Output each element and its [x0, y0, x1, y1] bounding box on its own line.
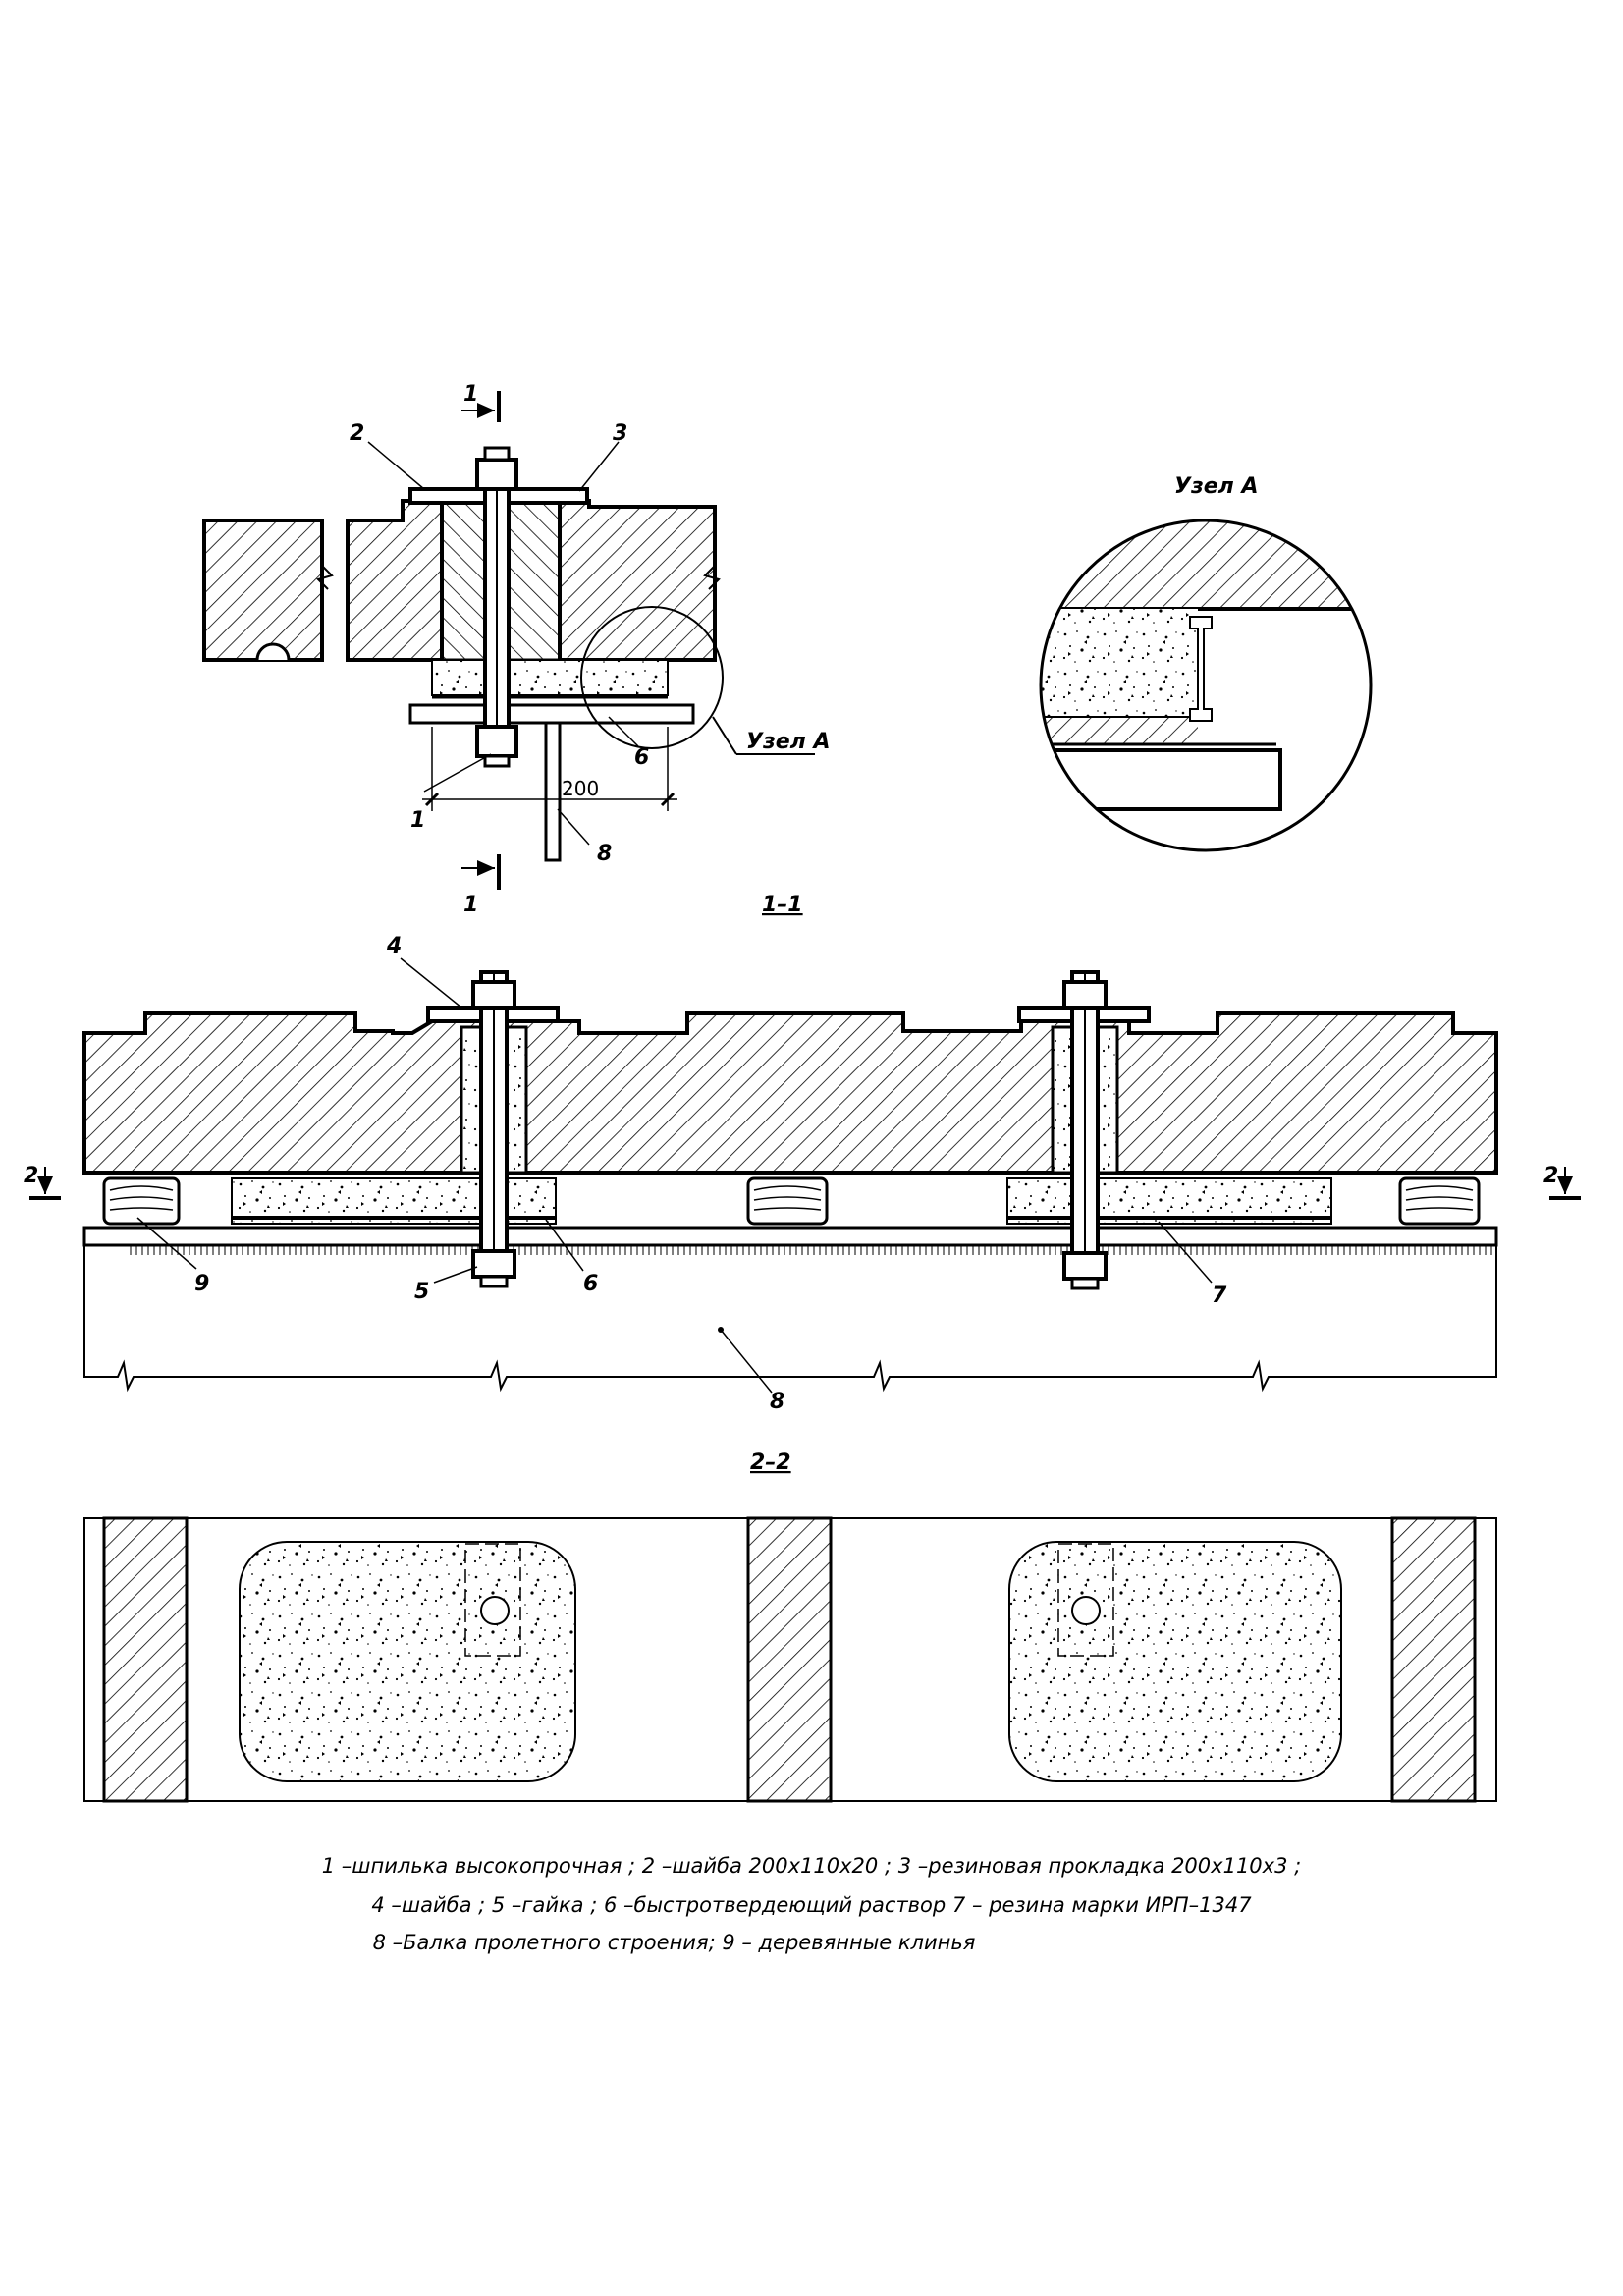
callout-8: 8 [597, 842, 612, 866]
section-mark-bottom: 1 [463, 893, 478, 917]
bottom-nut [475, 725, 518, 758]
left-beam-notch [255, 642, 291, 661]
dimension-200: 200 [562, 777, 599, 800]
callout-4: 4 [386, 934, 402, 958]
callout-9: 9 [194, 1272, 209, 1296]
top-view: 1 1 2 3 1 6 8 Узел А 200 [202, 382, 830, 917]
mortar-pad-left [239, 1541, 576, 1782]
left-beam [202, 519, 324, 662]
section-2-mark-right: 2 [1543, 1164, 1558, 1188]
legend-line-1: 1 –шпилька высокопрочная ; 2 –шайба 200х… [321, 1854, 1302, 1878]
section-mark-top: 1 [463, 382, 478, 407]
wood-wedge [746, 1176, 829, 1226]
girder-web [544, 721, 562, 862]
girder-body [83, 1245, 1497, 1393]
section-2-2-title: 2–2 [750, 1450, 791, 1475]
section-1-1-title: 1–1 [762, 893, 803, 917]
top-nut [475, 458, 518, 491]
callout-3: 3 [613, 421, 627, 446]
legend-line-2: 4 –шайба ; 5 –гайка ; 6 –быстротвердеющи… [371, 1893, 1252, 1917]
callout-6b: 6 [583, 1272, 598, 1296]
bottom-plate [408, 703, 695, 725]
node-a-marker [580, 606, 724, 749]
callout-2: 2 [350, 421, 364, 446]
callout-5: 5 [414, 1280, 429, 1304]
section-2-mark-left: 2 [24, 1164, 38, 1188]
deck-slab [82, 1011, 1498, 1175]
top-nut-cap [483, 446, 511, 462]
callout-6: 6 [634, 745, 649, 770]
node-a-label: Узел А [746, 730, 830, 754]
girder-flange [82, 1226, 1498, 1247]
middle-beam [346, 499, 444, 662]
callout-1: 1 [410, 808, 425, 833]
mortar-layer [431, 659, 669, 696]
bottom-nut-cap [483, 754, 511, 768]
section-2-2: 2–2 [83, 1450, 1497, 1803]
callout-7: 7 [1212, 1284, 1227, 1308]
wood-wedge [1398, 1176, 1481, 1226]
wood-wedge [102, 1176, 181, 1226]
right-beam [558, 499, 717, 662]
callout-8b: 8 [770, 1390, 784, 1414]
node-a-detail: Узел А [1039, 474, 1373, 852]
section-1-1: 1–1 [24, 893, 1581, 1414]
node-a-title: Узел А [1174, 474, 1258, 499]
legend-line-3: 8 –Балка пролетного строения; 9 – деревя… [372, 1931, 976, 1954]
